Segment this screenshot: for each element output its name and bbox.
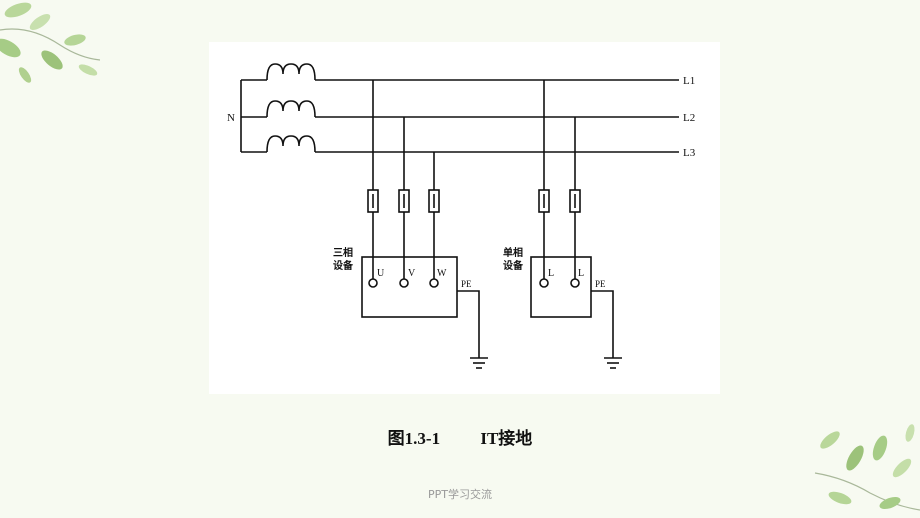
terminal-label-v: V (408, 268, 416, 279)
pe-label-three-phase: PE (461, 279, 472, 289)
figure-title: IT接地 (480, 429, 533, 448)
figure-caption: 图1.3-1 IT接地 (0, 424, 920, 449)
pe-conductor-three-phase (457, 290, 480, 358)
single-phase-equipment-box (530, 256, 592, 318)
winding-l3 (266, 135, 316, 153)
terminal-label-u: U (377, 268, 385, 279)
pe-conductor-single-phase (591, 290, 614, 358)
leaf-decoration-top-left (0, 2, 101, 83)
pe-label-single-phase: PE (595, 279, 606, 289)
three-phase-label-1: 三相 (333, 246, 353, 259)
single-phase-label-1: 单相 (503, 246, 523, 259)
terminal-v (399, 278, 409, 288)
line-label-l3: L3 (683, 147, 696, 159)
neutral-label: N (227, 112, 235, 124)
line-label-l2: L2 (683, 112, 695, 124)
terminal-single-1 (539, 278, 549, 288)
single-phase-label-2: 设备 (503, 259, 524, 272)
terminal-label-single-2: L (578, 268, 584, 279)
three-phase-equipment-box (361, 256, 458, 318)
winding-l2 (266, 100, 316, 118)
terminal-label-w: W (437, 268, 447, 279)
terminal-w (429, 278, 439, 288)
terminal-label-single-1: L (548, 268, 554, 279)
figure-number: 图1.3-1 (387, 429, 441, 448)
circuit-schematic: N L1 L2 L3 三相 设备 U V W PE 单相 设备 L L PE (227, 63, 696, 369)
winding-l1 (266, 63, 316, 81)
leaf-decoration-bottom-right (814, 424, 920, 511)
terminal-u (368, 278, 378, 288)
three-phase-label-2: 设备 (333, 259, 354, 272)
it-grounding-diagram: N L1 L2 L3 三相 设备 U V W PE 单相 设备 L L PE (209, 42, 720, 394)
footer-text: PPT学习交流 (428, 488, 492, 501)
line-label-l1: L1 (683, 75, 695, 87)
terminal-single-2 (570, 278, 580, 288)
